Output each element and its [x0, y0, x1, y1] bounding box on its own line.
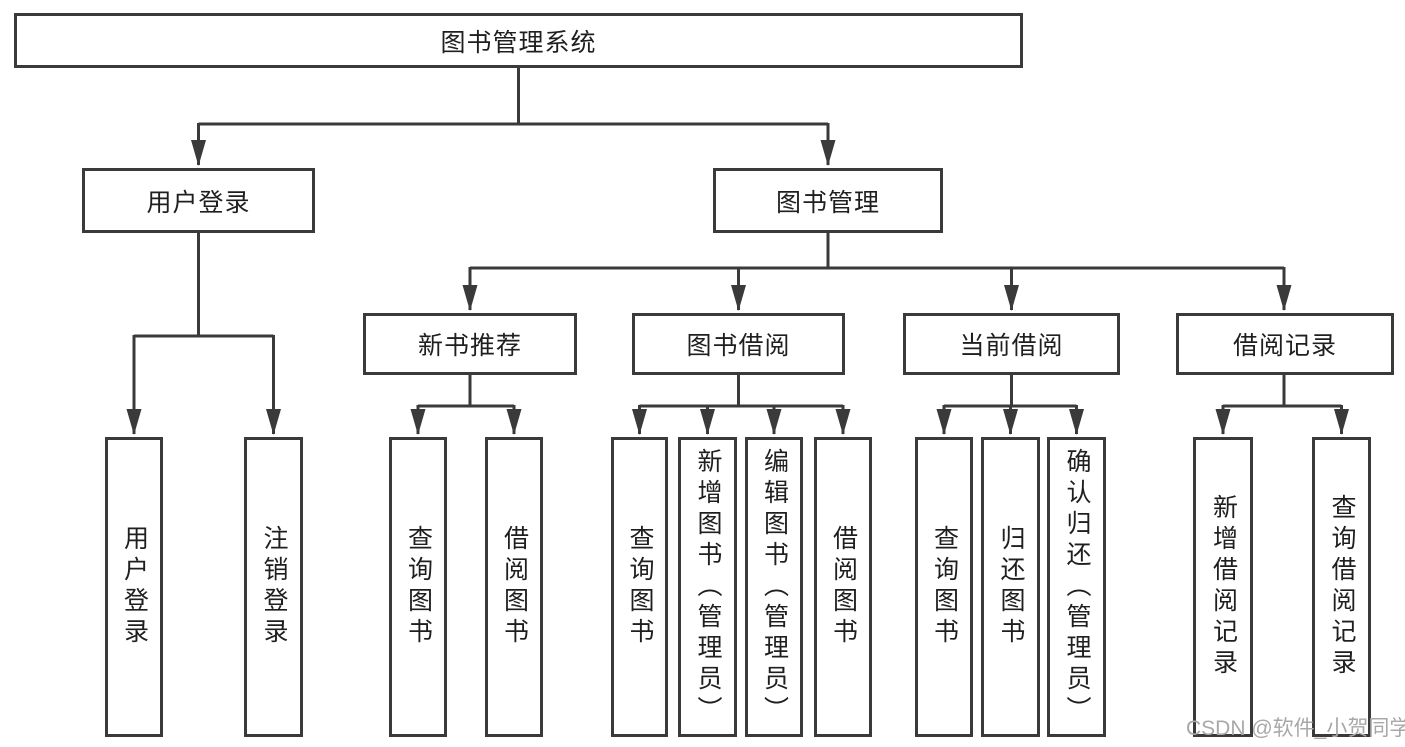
node-book-borrowing: 图书借阅	[632, 313, 845, 375]
leaf-logout: 注销登录	[244, 437, 303, 737]
leaf-query-books-current: 查询图书	[915, 437, 973, 737]
node-user-login-branch: 用户登录	[82, 168, 315, 233]
csdn-watermark: CSDN @软件_小贺同学	[1186, 717, 1405, 740]
leaf-query-borrow-record: 查询借阅记录	[1312, 437, 1371, 737]
node-new-book-recommend: 新书推荐	[363, 313, 577, 375]
node-root-system: 图书管理系统	[14, 13, 1023, 68]
node-book-management: 图书管理	[713, 168, 943, 233]
leaf-query-books-borrow: 查询图书	[611, 437, 668, 737]
leaf-borrow-books: 借阅图书	[814, 437, 872, 737]
leaf-user-login: 用户登录	[105, 437, 163, 737]
leaf-borrow-books-recommend: 借阅图书	[485, 437, 543, 737]
node-current-borrowing: 当前借阅	[903, 313, 1120, 375]
leaf-query-books-recommend: 查询图书	[389, 437, 447, 737]
leaf-add-books-admin: 新增图书（管理员）	[678, 437, 737, 737]
leaf-edit-books-admin: 编辑图书（管理员）	[745, 437, 803, 737]
leaf-add-borrow-record: 新增借阅记录	[1193, 437, 1253, 737]
node-borrowing-records: 借阅记录	[1176, 313, 1394, 375]
leaf-return-books: 归还图书	[981, 437, 1040, 737]
leaf-confirm-return-admin: 确认归还（管理员）	[1047, 437, 1106, 737]
